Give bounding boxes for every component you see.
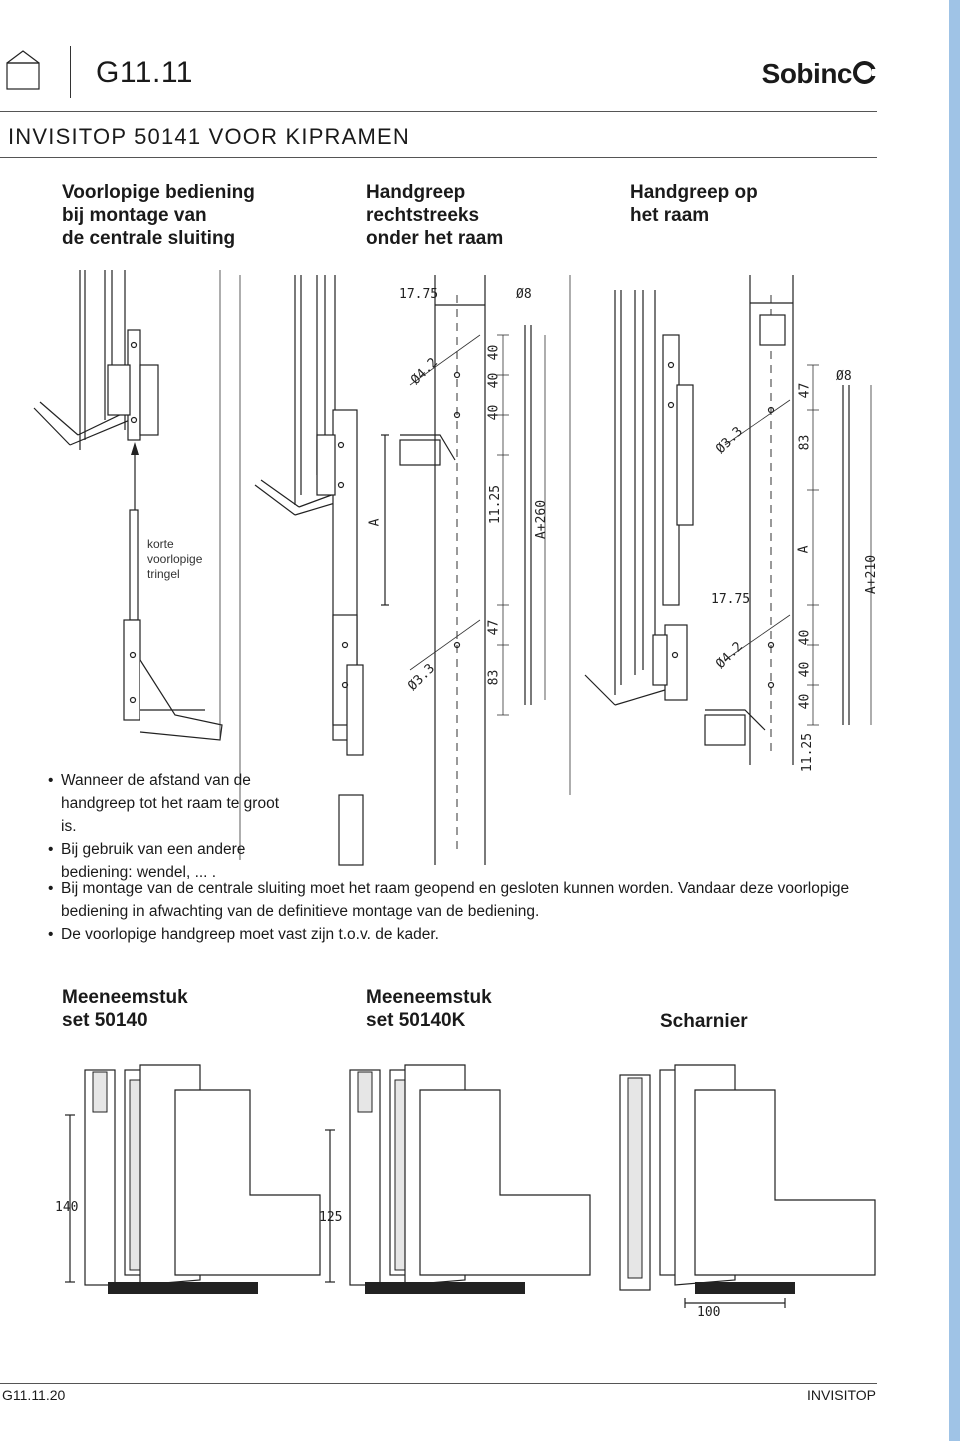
dim-100: 100 — [697, 1305, 721, 1320]
footer-code: G11.11.20 — [2, 1387, 66, 1403]
note-item: Wanneer de afstand van de handgreep tot … — [48, 769, 288, 838]
dim-40-c: 40 — [486, 404, 502, 421]
drawing-temporary-operation — [33, 270, 223, 741]
dim-17-75-a: 17.75 — [399, 287, 439, 302]
section-rule — [0, 157, 877, 158]
column-heading-3: Handgreep op het raam — [630, 182, 758, 226]
home-icon[interactable] — [6, 50, 40, 90]
dim-40-e: 40 — [797, 661, 813, 678]
notes-full: Bij montage van de centrale sluiting moe… — [48, 877, 878, 946]
dim-A-a: A — [367, 518, 383, 527]
dim-47-b: 47 — [797, 382, 813, 399]
brand-logo[interactable]: Sobinc — [761, 58, 880, 90]
document-code: G11.11 — [96, 56, 193, 89]
header-rule — [0, 111, 877, 112]
dim-11-25-b: 11.25 — [800, 732, 816, 773]
column-heading-1: Voorlopige bediening bij montage van de … — [62, 182, 255, 249]
drawing-meeneemstuk-50140k — [325, 1064, 591, 1294]
dim-83-a: 83 — [486, 669, 502, 686]
dim-A-b: A — [796, 545, 812, 554]
header-divider — [70, 46, 71, 98]
footer-rule — [0, 1383, 877, 1384]
bottom-heading-2: Meeneemstuk set 50140K — [366, 987, 492, 1031]
dim-40-d: 40 — [797, 629, 813, 646]
bottom-heading-3: Scharnier — [660, 1011, 748, 1032]
drawing-meeneemstuk-50140 — [65, 1064, 321, 1294]
logo-o-icon — [853, 61, 880, 84]
note-item: De voorlopige handgreep moet vast zijn t… — [48, 923, 878, 946]
column-heading-2: Handgreep rechtstreeks onder het raam — [366, 182, 504, 249]
accent-bar — [949, 0, 960, 1441]
dim-d8-a: Ø8 — [516, 287, 532, 302]
footer-section: INVISITOP — [807, 1387, 876, 1403]
notes-left: Wanneer de afstand van de handgreep tot … — [48, 769, 288, 884]
rod-label: korte voorlopige tringel — [147, 537, 203, 581]
dim-40-a: 40 — [486, 344, 502, 361]
drawing-scharnier — [619, 1064, 876, 1308]
note-item: Bij montage van de centrale sluiting moe… — [48, 877, 878, 923]
drawing-handle-under-window — [239, 275, 546, 866]
dim-A260: A+260 — [534, 499, 550, 540]
dim-11-25-a: 11.25 — [488, 484, 504, 525]
brand-name: Sobinc — [761, 58, 853, 89]
dim-140: 140 — [55, 1200, 79, 1215]
dim-40-b: 40 — [486, 372, 502, 389]
dim-40-f: 40 — [797, 693, 813, 710]
section-title: INVISITOP 50141 VOOR KIPRAMEN — [8, 124, 411, 149]
dim-83-b: 83 — [797, 434, 813, 451]
drawing-handle-on-window — [569, 275, 872, 795]
dim-17-75-b: 17.75 — [711, 592, 751, 607]
bottom-heading-1: Meeneemstuk set 50140 — [62, 987, 188, 1031]
dim-d8-b: Ø8 — [836, 369, 852, 384]
dim-A210: A+210 — [864, 554, 880, 595]
dim-47-a: 47 — [486, 619, 502, 636]
dim-125: 125 — [319, 1210, 343, 1225]
